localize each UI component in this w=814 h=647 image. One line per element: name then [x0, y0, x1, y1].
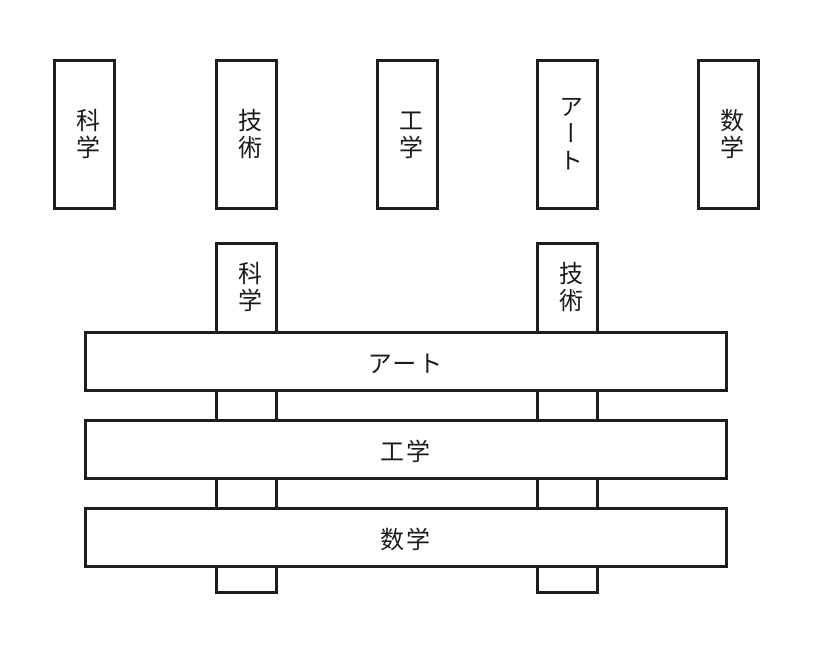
top-box-arts: アート	[536, 59, 599, 210]
top-box-science: 科学	[53, 59, 116, 210]
top-box-mathematics-label: 数学	[715, 107, 743, 162]
top-box-engineering-label: 工学	[394, 107, 422, 162]
top-box-arts-label: アート	[554, 94, 582, 175]
horizontal-bar-engineering-label: 工学	[380, 439, 432, 466]
horizontal-bar-mathematics-label: 数学	[380, 527, 432, 554]
vertical-strip-technology-label: 技術	[554, 261, 582, 315]
vertical-strip-science-label: 科学	[233, 261, 261, 315]
top-box-science-label: 科学	[71, 107, 99, 162]
vertical-strip-science-label-area: 科学	[218, 245, 275, 331]
top-box-technology-label: 技術	[233, 107, 261, 162]
top-box-technology: 技術	[215, 59, 278, 210]
vertical-strip-technology-label-area: 技術	[539, 245, 596, 331]
horizontal-bar-arts-label: アート	[367, 351, 445, 378]
horizontal-bar-arts: アート	[84, 331, 728, 392]
horizontal-bar-mathematics: 数学	[84, 507, 728, 568]
horizontal-bar-engineering: 工学	[84, 419, 728, 480]
top-box-engineering: 工学	[376, 59, 439, 210]
top-box-mathematics: 数学	[697, 59, 760, 210]
